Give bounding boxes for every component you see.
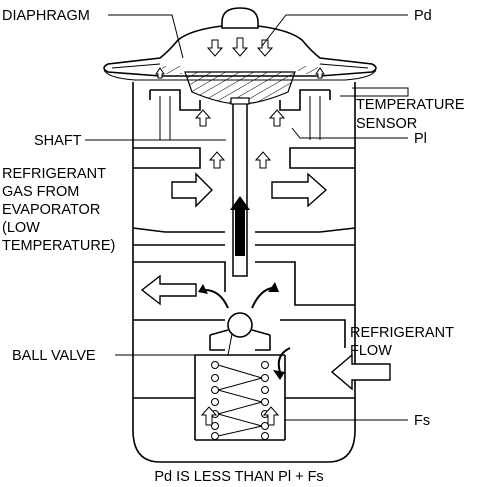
rim-arrow-up: [155, 67, 165, 79]
flow-arrows: [140, 172, 391, 391]
label-refrigerant-gas: EVAPORATOR: [2, 202, 100, 218]
pd-arrow-down: [256, 39, 274, 57]
label-refrigerant-gas: REFRIGERANT: [2, 166, 106, 182]
pl-arrow-up: [254, 151, 272, 169]
leader-lines: [85, 14, 409, 421]
ball-valve: [227, 312, 253, 338]
pl-arrow-up: [208, 151, 226, 169]
label-ball-valve: BALL VALVE: [12, 348, 96, 364]
labels: DIAPHRAGM Pd TEMPERATURE SENSOR SHAFT Pl…: [2, 8, 465, 485]
pd-arrow-down: [231, 37, 249, 57]
curved-flow-arrows: [204, 287, 291, 373]
label-refrigerant-gas: GAS FROM: [2, 184, 79, 200]
gas-outflow-arrow: [271, 172, 328, 208]
shaft-push-arrow: [230, 196, 250, 256]
spring-chamber: [133, 354, 355, 441]
label-refrigerant-gas: TEMPERATURE): [2, 238, 115, 254]
upper-chamber: [133, 89, 355, 169]
label-pd: Pd: [414, 8, 432, 24]
valve-body: [132, 82, 356, 463]
label-temperature-sensor: TEMPERATURE: [356, 97, 465, 113]
label-pl: Pl: [414, 131, 427, 147]
label-refrigerant-gas: (LOW: [2, 220, 40, 236]
gas-inflow-arrow: [171, 172, 213, 208]
pl-arrow-up: [268, 109, 286, 127]
fs-arrow-up: [200, 406, 218, 426]
lower-passage: [133, 261, 355, 351]
pd-arrow-down: [206, 39, 224, 57]
label-temperature-sensor: SENSOR: [356, 116, 417, 132]
rim-arrow-up: [315, 67, 325, 79]
refrigerant-flow-arrow: [330, 353, 391, 391]
middle-section: [132, 227, 356, 246]
label-refrigerant-flow: REFRIGERANT: [350, 325, 454, 341]
fs-arrow-up: [262, 406, 280, 426]
label-fs: Fs: [414, 413, 430, 429]
label-shaft: SHAFT: [34, 133, 82, 149]
liquid-out-arrow: [140, 274, 197, 306]
label-refrigerant-flow: FLOW: [350, 343, 392, 359]
label-diaphragm: DIAPHRAGM: [2, 8, 90, 24]
caption: Pd IS LESS THAN Pl + Fs: [154, 469, 323, 485]
pl-arrow-up: [194, 109, 212, 127]
pressure-arrows: [155, 37, 325, 426]
